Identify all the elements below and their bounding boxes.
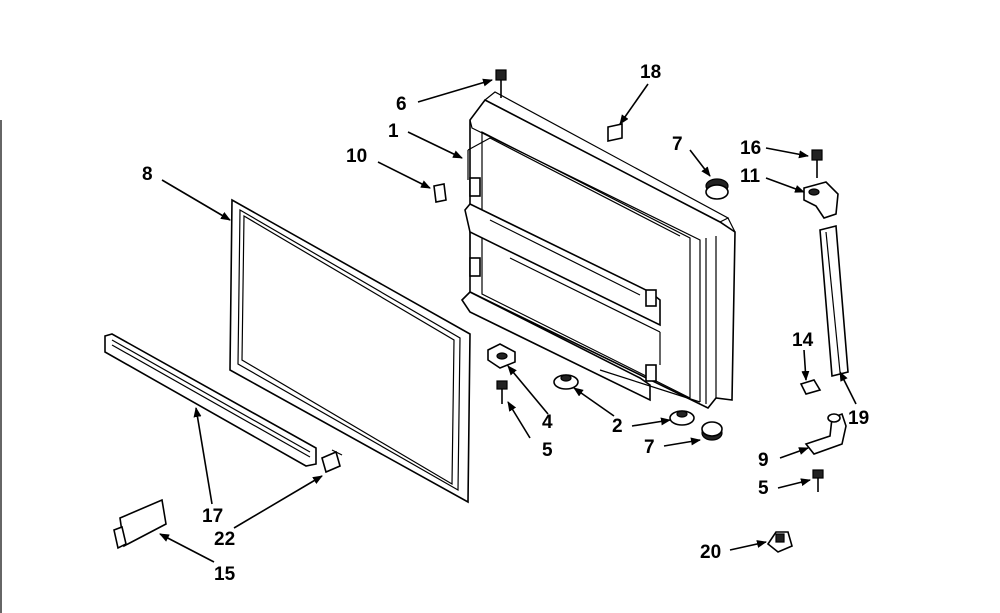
part-8-door-gasket <box>229 198 471 504</box>
part-11-top-hinge <box>803 181 839 219</box>
callout-10: 10 <box>346 146 367 167</box>
part-7-plug-bottom <box>701 421 723 441</box>
part-4-bracket <box>487 343 516 369</box>
part-7-plug-top <box>705 178 729 200</box>
part-20-bushing <box>766 531 793 553</box>
callout-18: 18 <box>640 62 661 83</box>
part-6-screw <box>495 69 507 98</box>
part-2-grommet-left <box>553 374 579 390</box>
callout-15: 15 <box>214 564 236 585</box>
part-door-liner <box>460 91 736 409</box>
callout-20: 20 <box>700 542 721 563</box>
part-5-screw-left <box>496 380 508 404</box>
callout-7-top: 7 <box>672 134 683 155</box>
callout-7-bottom: 7 <box>644 437 655 458</box>
part-18-label <box>607 123 623 142</box>
part-14-shim <box>799 379 822 395</box>
callout-labels: 6 1 10 8 18 7 16 11 14 19 9 5 20 4 5 2 7… <box>142 62 869 585</box>
callout-22: 22 <box>214 529 235 550</box>
callout-2: 2 <box>612 416 623 437</box>
callout-17: 17 <box>202 506 223 527</box>
part-9-bottom-hinge <box>804 412 847 455</box>
part-2-grommet-right <box>669 410 695 426</box>
part-19-handle <box>819 224 849 378</box>
part-16-screw <box>811 149 823 178</box>
part-15-cover <box>113 498 167 550</box>
part-5-screw-right <box>812 469 824 492</box>
callout-1: 1 <box>388 121 399 142</box>
leader-lines <box>159 78 857 563</box>
callout-4: 4 <box>542 412 553 433</box>
callout-5-left: 5 <box>542 440 553 461</box>
callout-5-right: 5 <box>758 478 769 499</box>
part-22-clip <box>321 449 343 474</box>
callout-11: 11 <box>740 166 761 187</box>
callout-16: 16 <box>740 138 761 159</box>
part-10-plug <box>433 183 447 203</box>
callout-9: 9 <box>758 450 769 471</box>
callout-14: 14 <box>792 330 814 351</box>
callout-19: 19 <box>848 408 869 429</box>
part-17-trim-strip <box>104 333 317 467</box>
callout-8: 8 <box>142 164 153 185</box>
callout-6: 6 <box>396 94 407 115</box>
